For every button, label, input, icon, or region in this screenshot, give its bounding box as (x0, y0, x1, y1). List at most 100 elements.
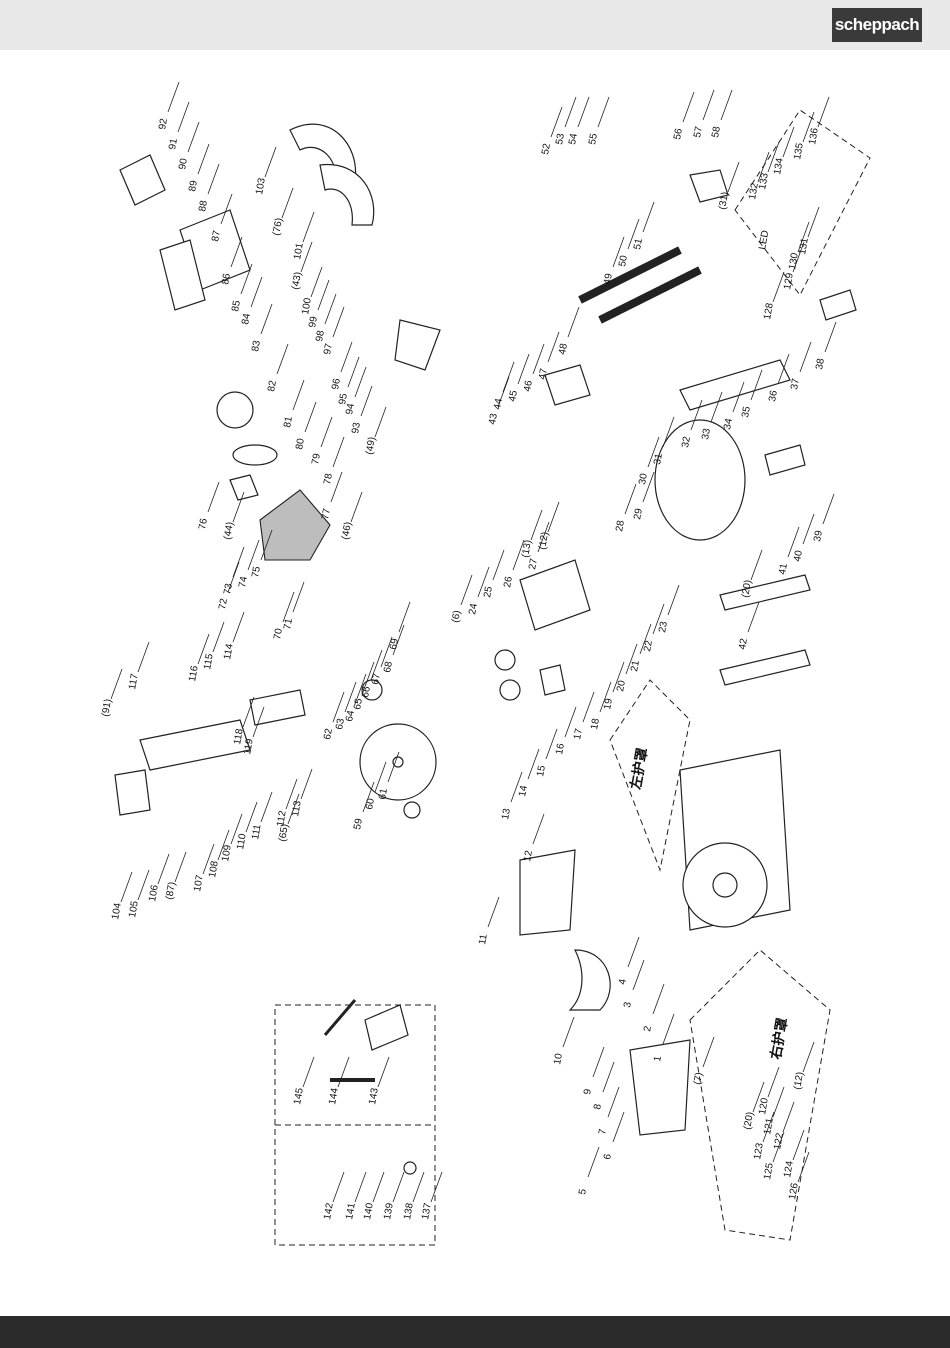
callout-14: 14 (517, 784, 530, 797)
leader-line (587, 1146, 600, 1178)
leader-line (332, 436, 345, 468)
leader-line (207, 163, 220, 195)
leader-line (702, 1036, 715, 1068)
callout-2: 2 (642, 1025, 654, 1033)
gear-head-group (229, 474, 331, 561)
lighting-module-box (734, 109, 871, 296)
leader-line (324, 293, 337, 325)
callout-26: 26 (502, 575, 515, 588)
leader-line (380, 636, 393, 668)
leader-line (537, 521, 550, 553)
callout-105: 105 (127, 900, 141, 919)
callout-84: 84 (240, 312, 253, 325)
callout-4: 4 (617, 978, 629, 986)
callout-91: 91 (167, 137, 180, 150)
leader-line (777, 353, 790, 385)
leader-line (260, 791, 273, 823)
ref-callout-11: (76) (271, 217, 285, 236)
callout-19: 19 (602, 697, 615, 710)
rail-group (544, 169, 729, 406)
leader-line (767, 141, 780, 173)
callout-144: 144 (327, 1087, 341, 1106)
guard-plate (394, 319, 441, 371)
slide-rail-lower (598, 266, 702, 324)
callout-30: 30 (637, 472, 650, 485)
callout-23: 23 (657, 620, 670, 633)
left-guard-box (609, 679, 691, 872)
table-extension-left (519, 849, 576, 936)
left-guard-label: 左护罩 (627, 746, 651, 791)
leader-line (354, 1171, 367, 1203)
callout-139: 139 (382, 1202, 396, 1221)
callout-119: 119 (242, 737, 256, 755)
callout-28: 28 (614, 519, 627, 532)
leader-line (332, 306, 345, 338)
leader-line (340, 341, 353, 373)
callout-35: 35 (740, 405, 753, 418)
leader-line (412, 1171, 425, 1203)
leader-line (120, 871, 133, 903)
callout-56: 56 (672, 127, 685, 140)
leader-line (281, 187, 294, 219)
leader-line (282, 591, 295, 623)
turntable-group (654, 289, 857, 541)
callout-70: 70 (272, 627, 285, 640)
leader-line (260, 529, 273, 561)
table-insert (568, 949, 611, 1011)
callout-63: 63 (334, 717, 347, 730)
callout-46: 46 (522, 379, 535, 392)
leader-line (360, 385, 373, 417)
exploded-view-svg: LED 左护罩 右护罩 1234567891011121314151617181… (100, 81, 871, 1246)
turntable (654, 419, 746, 541)
callout-138: 138 (402, 1202, 416, 1221)
callout-140: 140 (362, 1202, 376, 1221)
callout-71: 71 (282, 617, 295, 630)
callout-60: 60 (364, 797, 377, 810)
ref-callout-3: (20) (740, 579, 754, 598)
right-guard-label: 右护罩 (767, 1016, 791, 1061)
callout-135: 135 (792, 142, 806, 161)
callout-68: 68 (382, 660, 395, 673)
leader-line (599, 681, 612, 713)
leader-line (232, 611, 245, 643)
leader-line (545, 728, 558, 760)
handle-body (249, 689, 306, 726)
leader-line (642, 201, 655, 233)
leader-line (477, 566, 490, 598)
callout-48: 48 (557, 342, 570, 355)
leader-line (597, 96, 610, 128)
leader-line (292, 581, 305, 613)
pivot-arm (519, 559, 591, 631)
callout-108: 108 (207, 860, 221, 879)
washer (403, 1161, 417, 1175)
leader-line (530, 509, 543, 541)
leader-line (240, 263, 253, 295)
fence (719, 574, 811, 611)
leader-line (787, 526, 800, 558)
leader-line (567, 306, 580, 338)
callout-96: 96 (330, 377, 343, 390)
inner-flange (361, 679, 383, 701)
callout-128: 128 (762, 302, 776, 321)
base-group (679, 749, 791, 931)
leader-line (527, 748, 540, 780)
callout-131: 131 (797, 237, 811, 256)
callout-16: 16 (554, 742, 567, 755)
leader-line (757, 151, 770, 183)
callout-110: 110 (235, 832, 249, 850)
leader-line (582, 691, 595, 723)
callout-88: 88 (197, 199, 210, 212)
blade-group (359, 679, 437, 819)
leader-line (276, 343, 289, 375)
spindle-lock (229, 474, 259, 501)
callout-33: 33 (700, 427, 713, 440)
leader-line (510, 771, 523, 803)
leader-line (690, 399, 703, 431)
leader-line (632, 959, 645, 991)
callout-3: 3 (622, 1001, 634, 1009)
leader-line (332, 691, 345, 723)
callout-92: 92 (157, 117, 170, 130)
callout-112: 112 (275, 809, 289, 827)
callout-81: 81 (282, 415, 295, 428)
callout-58: 58 (710, 125, 723, 138)
